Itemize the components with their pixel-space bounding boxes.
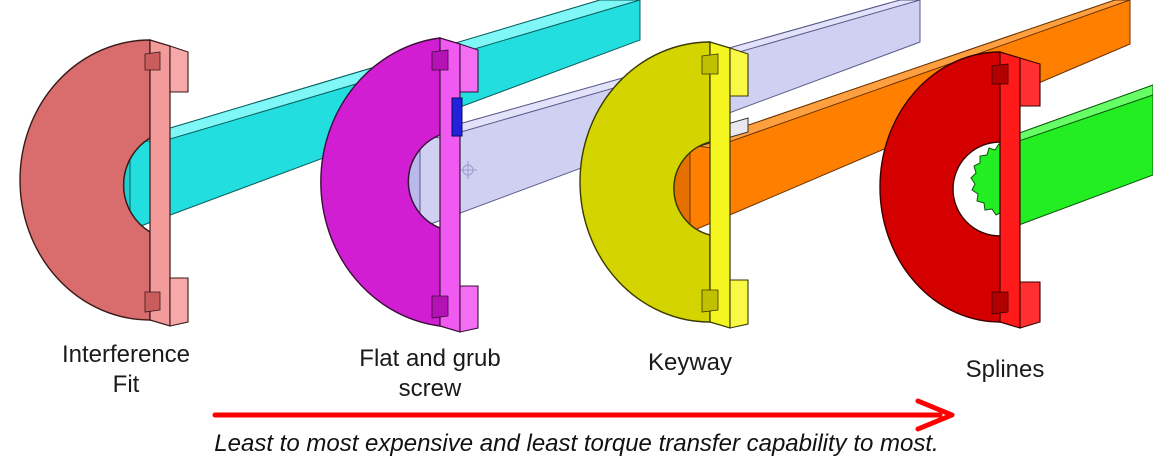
- splines-assembly: [879, 51, 1153, 329]
- interference-hub: [19, 39, 189, 327]
- label-keyway: Keyway: [647, 349, 733, 376]
- progression-arrow: [212, 398, 955, 432]
- caption: Least to most expensive and least torque…: [214, 430, 939, 457]
- label-splines: Splines: [965, 356, 1045, 383]
- label-flat-and-grub-screw: Flat and grub screw: [359, 345, 501, 402]
- label-interference-fit: Interference Fit: [61, 341, 191, 398]
- splines-hub: [879, 51, 1041, 329]
- keyway-hub: [579, 41, 749, 329]
- grub-screw: [451, 97, 463, 137]
- flat-hub: [320, 37, 479, 333]
- crosshair-icon: [459, 161, 477, 179]
